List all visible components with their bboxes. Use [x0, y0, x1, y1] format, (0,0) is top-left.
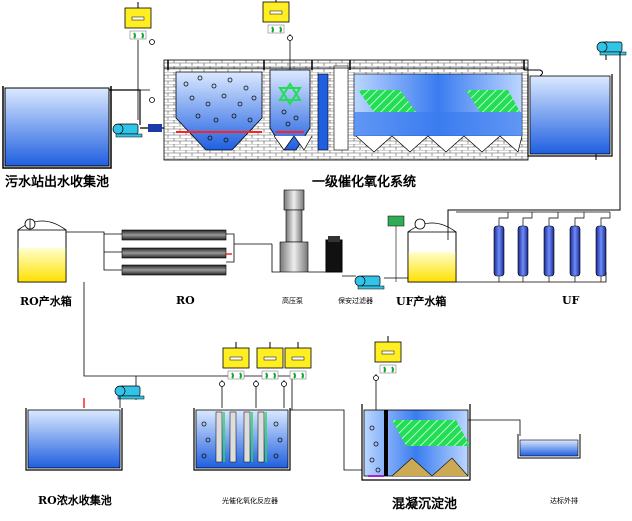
dosing-tank-icon [374, 335, 402, 374]
dosing-tank-icon [256, 341, 284, 380]
uf-membrane-bank [447, 211, 611, 283]
discharge-tank [517, 434, 581, 459]
valve-icon [373, 375, 379, 381]
label-ro-concentrate-tank: RO浓水收集池 [38, 494, 112, 507]
booster-pump-icon [354, 275, 385, 290]
high-pressure-pump [271, 189, 309, 273]
valve-icon [287, 35, 293, 41]
dosing-tank-icon [222, 341, 250, 380]
dosing-tank-icon [284, 341, 312, 380]
intermediate-water-tank [527, 74, 613, 157]
label-coag-sed-tank: 混凝沉淀池 [392, 497, 458, 512]
label-photoelectric-reactor: 光催化氧化反应器 [222, 497, 278, 505]
sewage-pump-icon [112, 123, 143, 138]
concentrate-pump-icon [114, 385, 145, 400]
pipe-oxidation-out [524, 69, 543, 77]
ro-product-tank [17, 218, 67, 283]
pipe-sewage-out [109, 89, 141, 125]
valve-icon [149, 97, 155, 103]
valve-icon [149, 39, 155, 45]
label-catalytic-oxidation: 一级催化氧化系统 [312, 175, 417, 190]
label-uf: UF [562, 294, 580, 307]
label-uf-product-tank: UF产水箱 [396, 295, 447, 308]
dosing-tank-icon [262, 0, 290, 34]
security-filter [308, 236, 343, 273]
ro-concentrate-tank [25, 398, 123, 471]
catalytic-oxidation-system [163, 59, 529, 161]
valve-icon [281, 381, 287, 387]
valve-icon [219, 381, 225, 387]
photocatalytic-reactor [193, 408, 291, 471]
ro-membrane-bank [66, 229, 272, 276]
uf-product-tank [387, 215, 457, 283]
lift-pump-icon [596, 41, 627, 56]
label-security-filter: 保安过滤器 [338, 297, 373, 305]
label-ro: RO [176, 294, 195, 307]
sewage-collection-tank [2, 86, 112, 169]
label-hp-pump: 高压泵 [282, 297, 303, 305]
label-discharge: 达标外排 [550, 497, 578, 505]
label-sewage-tank: 污水站出水收集池 [5, 175, 110, 190]
membrane-icon [493, 225, 607, 277]
dosing-tank-icon [124, 1, 152, 40]
valve-icon [253, 381, 259, 387]
label-ro-product-tank: RO产水箱 [20, 295, 72, 308]
coagulation-sedimentation-tank [361, 404, 471, 481]
static-mixer [148, 124, 162, 132]
